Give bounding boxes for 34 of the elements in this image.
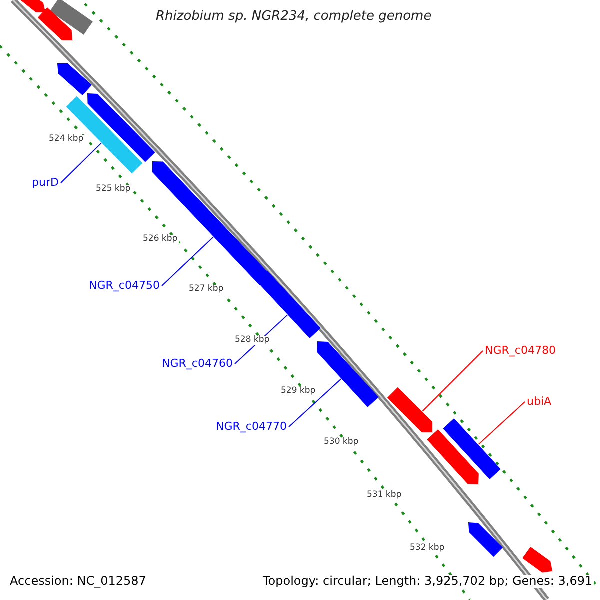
map-title: Rhizobium sp. NGR234, complete genome	[155, 10, 433, 24]
gene-feature	[387, 387, 432, 432]
gene-label: NGR_c04780	[484, 345, 557, 358]
leader-line	[288, 378, 342, 428]
scale-label: 527 kbp	[188, 285, 225, 294]
gene-feature	[317, 341, 379, 408]
accession-text: Accession: NC_012587	[9, 575, 148, 588]
gene-label: ubiA	[526, 396, 553, 408]
gene-feature	[468, 522, 503, 557]
genome-info-text: Topology: circular; Length: 3,925,702 bp; Genes: 3,691	[262, 575, 594, 588]
scale-label: 530 kbp	[323, 438, 360, 448]
gene-label: purD	[31, 177, 60, 190]
gene-feature	[38, 8, 73, 40]
scale-label: 526 kbp	[142, 235, 179, 244]
gene-feature	[66, 96, 143, 174]
leader-line	[60, 142, 102, 184]
leader-line	[162, 236, 214, 286]
scale-label: 532 kbp	[409, 544, 446, 554]
scale-label: 524 kbp	[48, 135, 85, 144]
leader-line	[422, 350, 484, 412]
scale-label: 531 kbp	[366, 491, 403, 500]
gene-label: NGR_c04760	[161, 358, 234, 370]
gene-feature	[522, 547, 553, 573]
leader-line	[478, 402, 526, 446]
scale-label: 525 kbp	[95, 185, 132, 194]
gene-feature	[50, 0, 93, 35]
gene-feature	[427, 430, 479, 485]
gene-feature	[87, 93, 156, 162]
scale-label: 528 kbp	[234, 336, 271, 346]
gene-feature	[443, 418, 501, 480]
gene-feature	[57, 63, 92, 96]
scale-label: 529 kbp	[280, 387, 317, 396]
gene-label: NGR_c04770	[215, 421, 288, 434]
gene-label: NGR_c04750	[88, 280, 161, 292]
